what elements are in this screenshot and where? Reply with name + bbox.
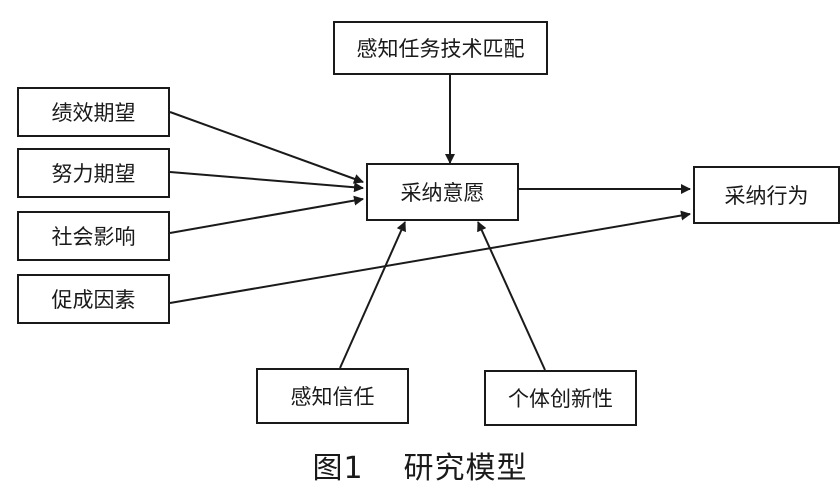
edge-trust-to-intention — [339, 221, 406, 369]
node-effort-expectancy: 努力期望 — [17, 148, 170, 198]
node-adoption-intention: 采纳意愿 — [366, 163, 519, 221]
node-social-influence: 社会影响 — [17, 211, 170, 261]
edge-facilitating-to-behavior — [169, 210, 691, 304]
edge-innovativeness-to-intention — [477, 221, 546, 371]
node-adoption-behavior: 采纳行为 — [693, 166, 840, 224]
node-performance-expectancy: 绩效期望 — [17, 87, 170, 137]
figure-number: 图1 — [312, 451, 364, 486]
node-perceived-trust: 感知信任 — [256, 368, 409, 424]
figure-title: 研究模型 — [403, 451, 528, 486]
figure-caption: 图1 研究模型 — [0, 440, 840, 490]
edge-performance-to-intention — [169, 111, 364, 184]
edge-effort-to-intention — [169, 171, 364, 193]
edge-social-to-intention — [169, 195, 364, 234]
node-perceived-task-technology-fit: 感知任务技术匹配 — [333, 21, 548, 75]
node-personal-innovativeness: 个体创新性 — [484, 370, 637, 426]
node-facilitating-conditions: 促成因素 — [17, 274, 170, 324]
